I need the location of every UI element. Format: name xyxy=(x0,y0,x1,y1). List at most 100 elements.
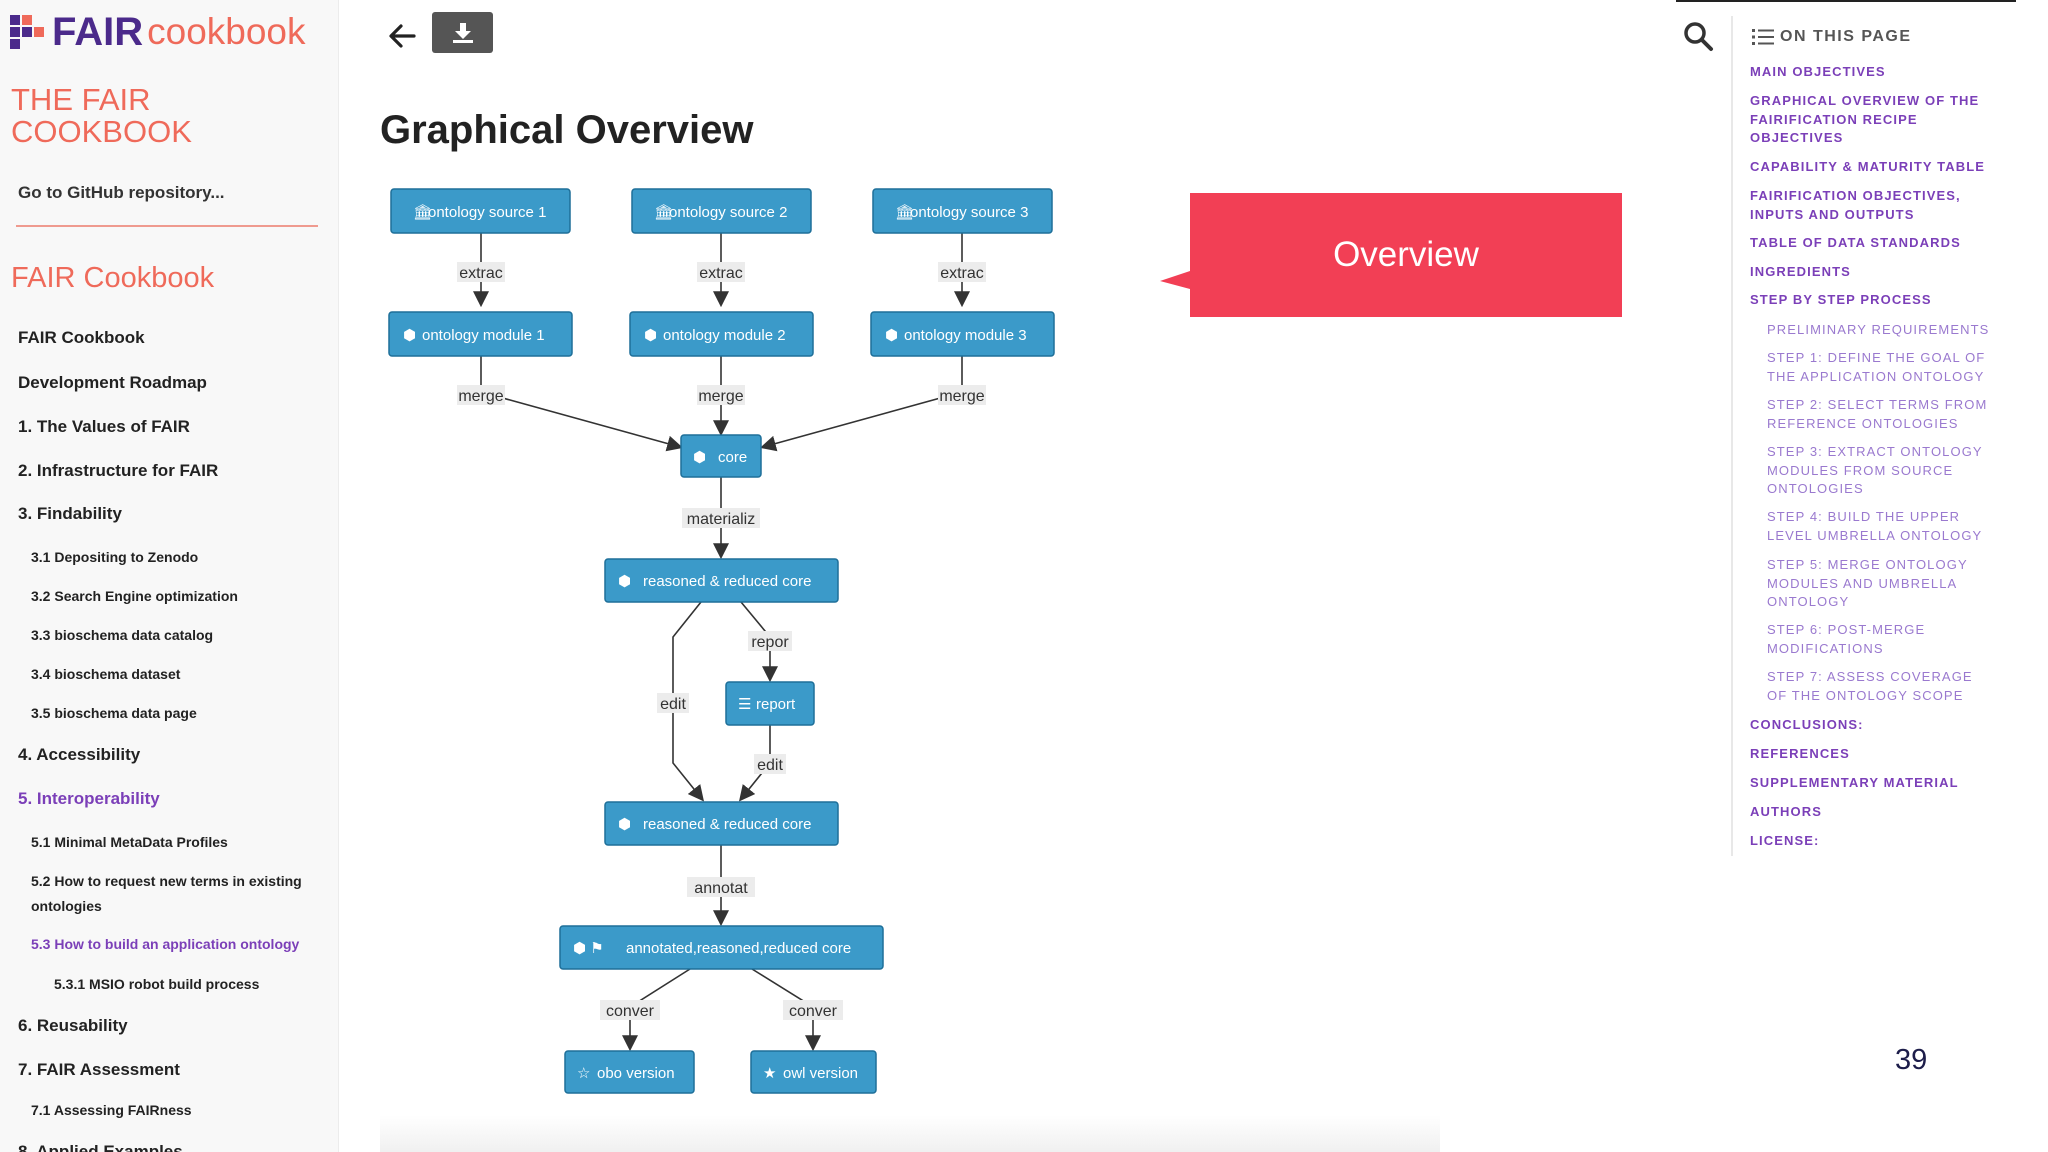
edge-label-conver-2: conver xyxy=(783,1000,843,1020)
toc-link-license[interactable]: LICENSE: xyxy=(1750,833,1820,848)
edge-label-edit-2: edit xyxy=(754,754,786,774)
edge-label-edit-1: edit xyxy=(657,693,689,713)
svg-text:extrac: extrac xyxy=(459,265,503,282)
toc-link-step-by-step[interactable]: STEP BY STEP PROCESS xyxy=(1750,292,1932,307)
sidebar-item-reusability[interactable]: 6. Reusability xyxy=(18,1016,128,1035)
toc-link-data-standards[interactable]: TABLE OF DATA STANDARDS xyxy=(1750,235,1961,250)
sidebar-item-bioschema-catalog[interactable]: 3.3 bioschema data catalog xyxy=(31,627,214,643)
toc-link-step-1[interactable]: STEP 1: DEFINE THE GOAL OF THE APPLICATI… xyxy=(1767,350,1986,384)
svg-text:ontology source 1: ontology source 1 xyxy=(428,204,546,221)
sidebar-item-development-roadmap[interactable]: Development Roadmap xyxy=(18,373,207,392)
toc-link-step-6[interactable]: STEP 6: POST-MERGE MODIFICATIONS xyxy=(1767,622,1926,656)
logo-cookbook-text: cookbook xyxy=(147,11,306,52)
sidebar-item-zenodo[interactable]: 3.1 Depositing to Zenodo xyxy=(31,549,199,565)
sidebar-item-search-engine[interactable]: 3.2 Search Engine optimization xyxy=(31,588,238,604)
node-reasoned-reduced-core-2: ⬢reasoned & reduced core xyxy=(604,801,839,846)
edge-label-extrac-1: extrac xyxy=(457,262,505,282)
on-this-page-title: ON THIS PAGE xyxy=(1780,28,1912,45)
svg-text:☰: ☰ xyxy=(738,696,751,713)
sidebar-item-bioschema-page[interactable]: 3.5 bioschema data page xyxy=(31,705,197,721)
svg-text:☆: ☆ xyxy=(577,1065,590,1082)
on-this-page-header: ON THIS PAGE xyxy=(1752,28,1912,46)
svg-text:⬢: ⬢ xyxy=(885,327,898,344)
toc-link-authors[interactable]: AUTHORS xyxy=(1750,804,1822,819)
content-bottom-shadow xyxy=(380,1115,1440,1152)
svg-text:conver: conver xyxy=(606,1003,655,1020)
svg-text:obo version: obo version xyxy=(597,1065,675,1082)
edge-label-conver-1: conver xyxy=(600,1000,660,1020)
download-button[interactable] xyxy=(432,12,493,53)
node-ontology-source-2: 🏛ontology source 2 xyxy=(631,188,812,234)
github-repo-link[interactable]: Go to GitHub repository... xyxy=(18,183,225,202)
toc-link-step-7[interactable]: STEP 7: ASSESS COVERAGE OF THE ONTOLOGY … xyxy=(1767,669,1973,703)
svg-text:★: ★ xyxy=(763,1065,776,1082)
sidebar-item-interoperability[interactable]: 5. Interoperability xyxy=(18,789,160,808)
sidebar-section-heading: FAIR Cookbook xyxy=(11,262,215,294)
list-icon xyxy=(1752,29,1774,45)
sidebar-item-bioschema-dataset[interactable]: 3.4 bioschema dataset xyxy=(31,666,181,682)
svg-text:ontology module 3: ontology module 3 xyxy=(904,327,1027,344)
toc-link-references[interactable]: REFERENCES xyxy=(1750,746,1850,761)
svg-text:merge: merge xyxy=(939,388,984,405)
edge-merge-3 xyxy=(759,356,963,452)
svg-text:⬢: ⬢ xyxy=(403,327,416,344)
toc-link-supplementary[interactable]: SUPPLEMENTARY MATERIAL xyxy=(1750,775,1959,790)
fairification-workflow-diagram: extrac extrac extrac merge merge merge m… xyxy=(388,188,1055,1094)
node-ontology-source-3: 🏛ontology source 3 xyxy=(872,188,1053,234)
toc-link-step-2[interactable]: STEP 2: SELECT TERMS FROM REFERENCE ONTO… xyxy=(1767,397,1988,431)
sidebar-item-findability[interactable]: 3. Findability xyxy=(18,504,122,523)
sidebar-item-accessibility[interactable]: 4. Accessibility xyxy=(18,745,141,764)
sidebar-item-msio-robot[interactable]: 5.3.1 MSIO robot build process xyxy=(54,976,260,992)
search-button[interactable] xyxy=(1682,20,1714,52)
sidebar-item-request-new-terms[interactable]: 5.2 How to request new terms in existing… xyxy=(31,873,302,914)
edge-label-repor: repor xyxy=(748,631,792,651)
toc-link-step-3[interactable]: STEP 3: EXTRACT ONTOLOGY MODULES FROM SO… xyxy=(1767,444,1983,496)
edge-label-extrac-2: extrac xyxy=(697,262,745,282)
node-ontology-module-1: ⬢ ontology module 1 xyxy=(388,311,573,357)
toc-link-capability-maturity[interactable]: CAPABILITY & MATURITY TABLE xyxy=(1750,159,1986,174)
sidebar-item-minimal-metadata[interactable]: 5.1 Minimal MetaData Profiles xyxy=(31,834,228,850)
toc-link-ingredients[interactable]: INGREDIENTS xyxy=(1750,264,1851,279)
edge-label-merge-1: merge xyxy=(457,385,505,405)
toc-link-main-objectives[interactable]: MAIN OBJECTIVES xyxy=(1750,64,1886,79)
svg-text:🏛: 🏛 xyxy=(895,204,914,221)
sidebar-divider xyxy=(16,225,318,227)
edge-label-materializ: materializ xyxy=(682,508,760,528)
edge-merge-1 xyxy=(480,356,684,452)
toc-link-step-4[interactable]: STEP 4: BUILD THE UPPER LEVEL UMBRELLA O… xyxy=(1767,509,1983,543)
svg-text:⬢: ⬢ xyxy=(644,327,657,344)
svg-text:merge: merge xyxy=(698,388,743,405)
node-report: ☰report xyxy=(725,681,815,726)
toc-link-preliminary-requirements[interactable]: PRELIMINARY REQUIREMENTS xyxy=(1767,322,1990,337)
fair-logo-icon xyxy=(10,15,44,49)
svg-text:edit: edit xyxy=(660,696,686,713)
svg-text:owl version: owl version xyxy=(783,1065,858,1082)
sidebar-item-build-application-ontology[interactable]: 5.3 How to build an application ontology xyxy=(31,936,300,952)
sidebar-item-fair-cookbook[interactable]: FAIR Cookbook xyxy=(18,328,145,347)
sidebar-item-applied-examples[interactable]: 8. Applied Examples xyxy=(18,1142,183,1152)
left-sidebar: FAIR cookbook THE FAIR COOKBOOK Go to Gi… xyxy=(0,0,339,1152)
toc-link-step-5[interactable]: STEP 5: MERGE ONTOLOGY MODULES AND UMBRE… xyxy=(1767,557,1968,609)
fair-cookbook-logo[interactable]: FAIR cookbook xyxy=(10,8,306,56)
sidebar-item-values-of-fair[interactable]: 1. The Values of FAIR xyxy=(18,417,190,436)
toc-link-graphical-overview[interactable]: GRAPHICAL OVERVIEW OF THE FAIRIFICATION … xyxy=(1750,93,1980,145)
svg-text:⬢: ⬢ xyxy=(618,573,631,590)
download-icon xyxy=(452,22,473,43)
svg-text:⬢: ⬢ xyxy=(618,816,631,833)
sidebar-item-assessing-fairness[interactable]: 7.1 Assessing FAIRness xyxy=(31,1102,192,1118)
sidebar-item-infrastructure[interactable]: 2. Infrastructure for FAIR xyxy=(18,461,219,480)
site-title: THE FAIR COOKBOOK xyxy=(11,82,192,149)
toc-link-conclusions[interactable]: CONCLUSIONS: xyxy=(1750,717,1864,732)
svg-text:⬢ ⚑: ⬢ ⚑ xyxy=(573,940,604,957)
node-ontology-module-2: ⬢ontology module 2 xyxy=(629,311,814,357)
node-owl-version: ★ owl version xyxy=(750,1050,877,1094)
svg-text:ontology module 1: ontology module 1 xyxy=(422,327,545,344)
toc-link-objectives-inputs-outputs[interactable]: FAIRIFICATION OBJECTIVES, INPUTS AND OUT… xyxy=(1750,188,1961,222)
svg-text:🏛: 🏛 xyxy=(654,204,673,221)
back-button[interactable] xyxy=(384,18,420,54)
search-icon xyxy=(1684,22,1713,51)
sidebar-item-fair-assessment[interactable]: 7. FAIR Assessment xyxy=(18,1060,180,1079)
svg-text:🏛: 🏛 xyxy=(413,204,432,221)
svg-text:⬢: ⬢ xyxy=(693,449,706,466)
svg-text:conver: conver xyxy=(789,1003,838,1020)
